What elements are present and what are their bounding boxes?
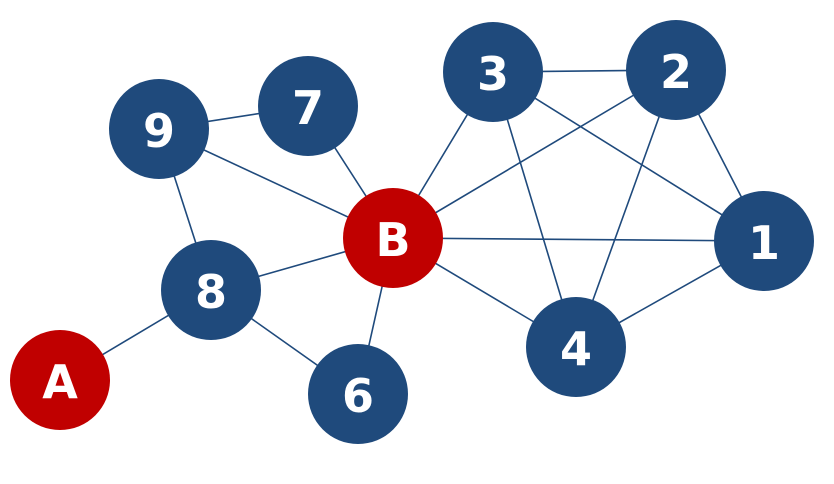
node-1: 1 xyxy=(714,191,814,291)
edge-B-1 xyxy=(392,237,765,242)
node-label-6: 6 xyxy=(342,369,374,423)
node-3: 3 xyxy=(443,22,543,122)
node-label-2: 2 xyxy=(660,45,692,99)
node-circle-9 xyxy=(109,79,209,179)
node-circle-A xyxy=(10,330,110,430)
node-circle-4 xyxy=(526,297,626,397)
node-layer: A B 1 2 3 4 6 7 8 9 xyxy=(10,20,814,444)
node-label-8: 8 xyxy=(195,265,227,319)
node-9: 9 xyxy=(109,79,209,179)
node-A: A xyxy=(10,330,110,430)
node-circle-B xyxy=(343,188,443,288)
node-label-B: B xyxy=(375,213,410,267)
node-circle-6 xyxy=(308,344,408,444)
node-circle-7 xyxy=(258,56,358,156)
node-6: 6 xyxy=(308,344,408,444)
node-circle-1 xyxy=(714,191,814,291)
edge-B-2 xyxy=(392,69,677,239)
node-2: 2 xyxy=(626,20,726,120)
node-circle-3 xyxy=(443,22,543,122)
node-8: 8 xyxy=(161,240,261,340)
node-7: 7 xyxy=(258,56,358,156)
node-4: 4 xyxy=(526,297,626,397)
node-label-1: 1 xyxy=(748,216,780,270)
edge-3-1 xyxy=(492,71,765,242)
node-B: B xyxy=(343,188,443,288)
node-label-A: A xyxy=(42,355,78,409)
node-circle-8 xyxy=(161,240,261,340)
node-label-4: 4 xyxy=(560,322,592,376)
node-label-7: 7 xyxy=(292,81,324,135)
node-label-9: 9 xyxy=(143,104,175,158)
node-label-3: 3 xyxy=(477,47,509,101)
node-circle-2 xyxy=(626,20,726,120)
